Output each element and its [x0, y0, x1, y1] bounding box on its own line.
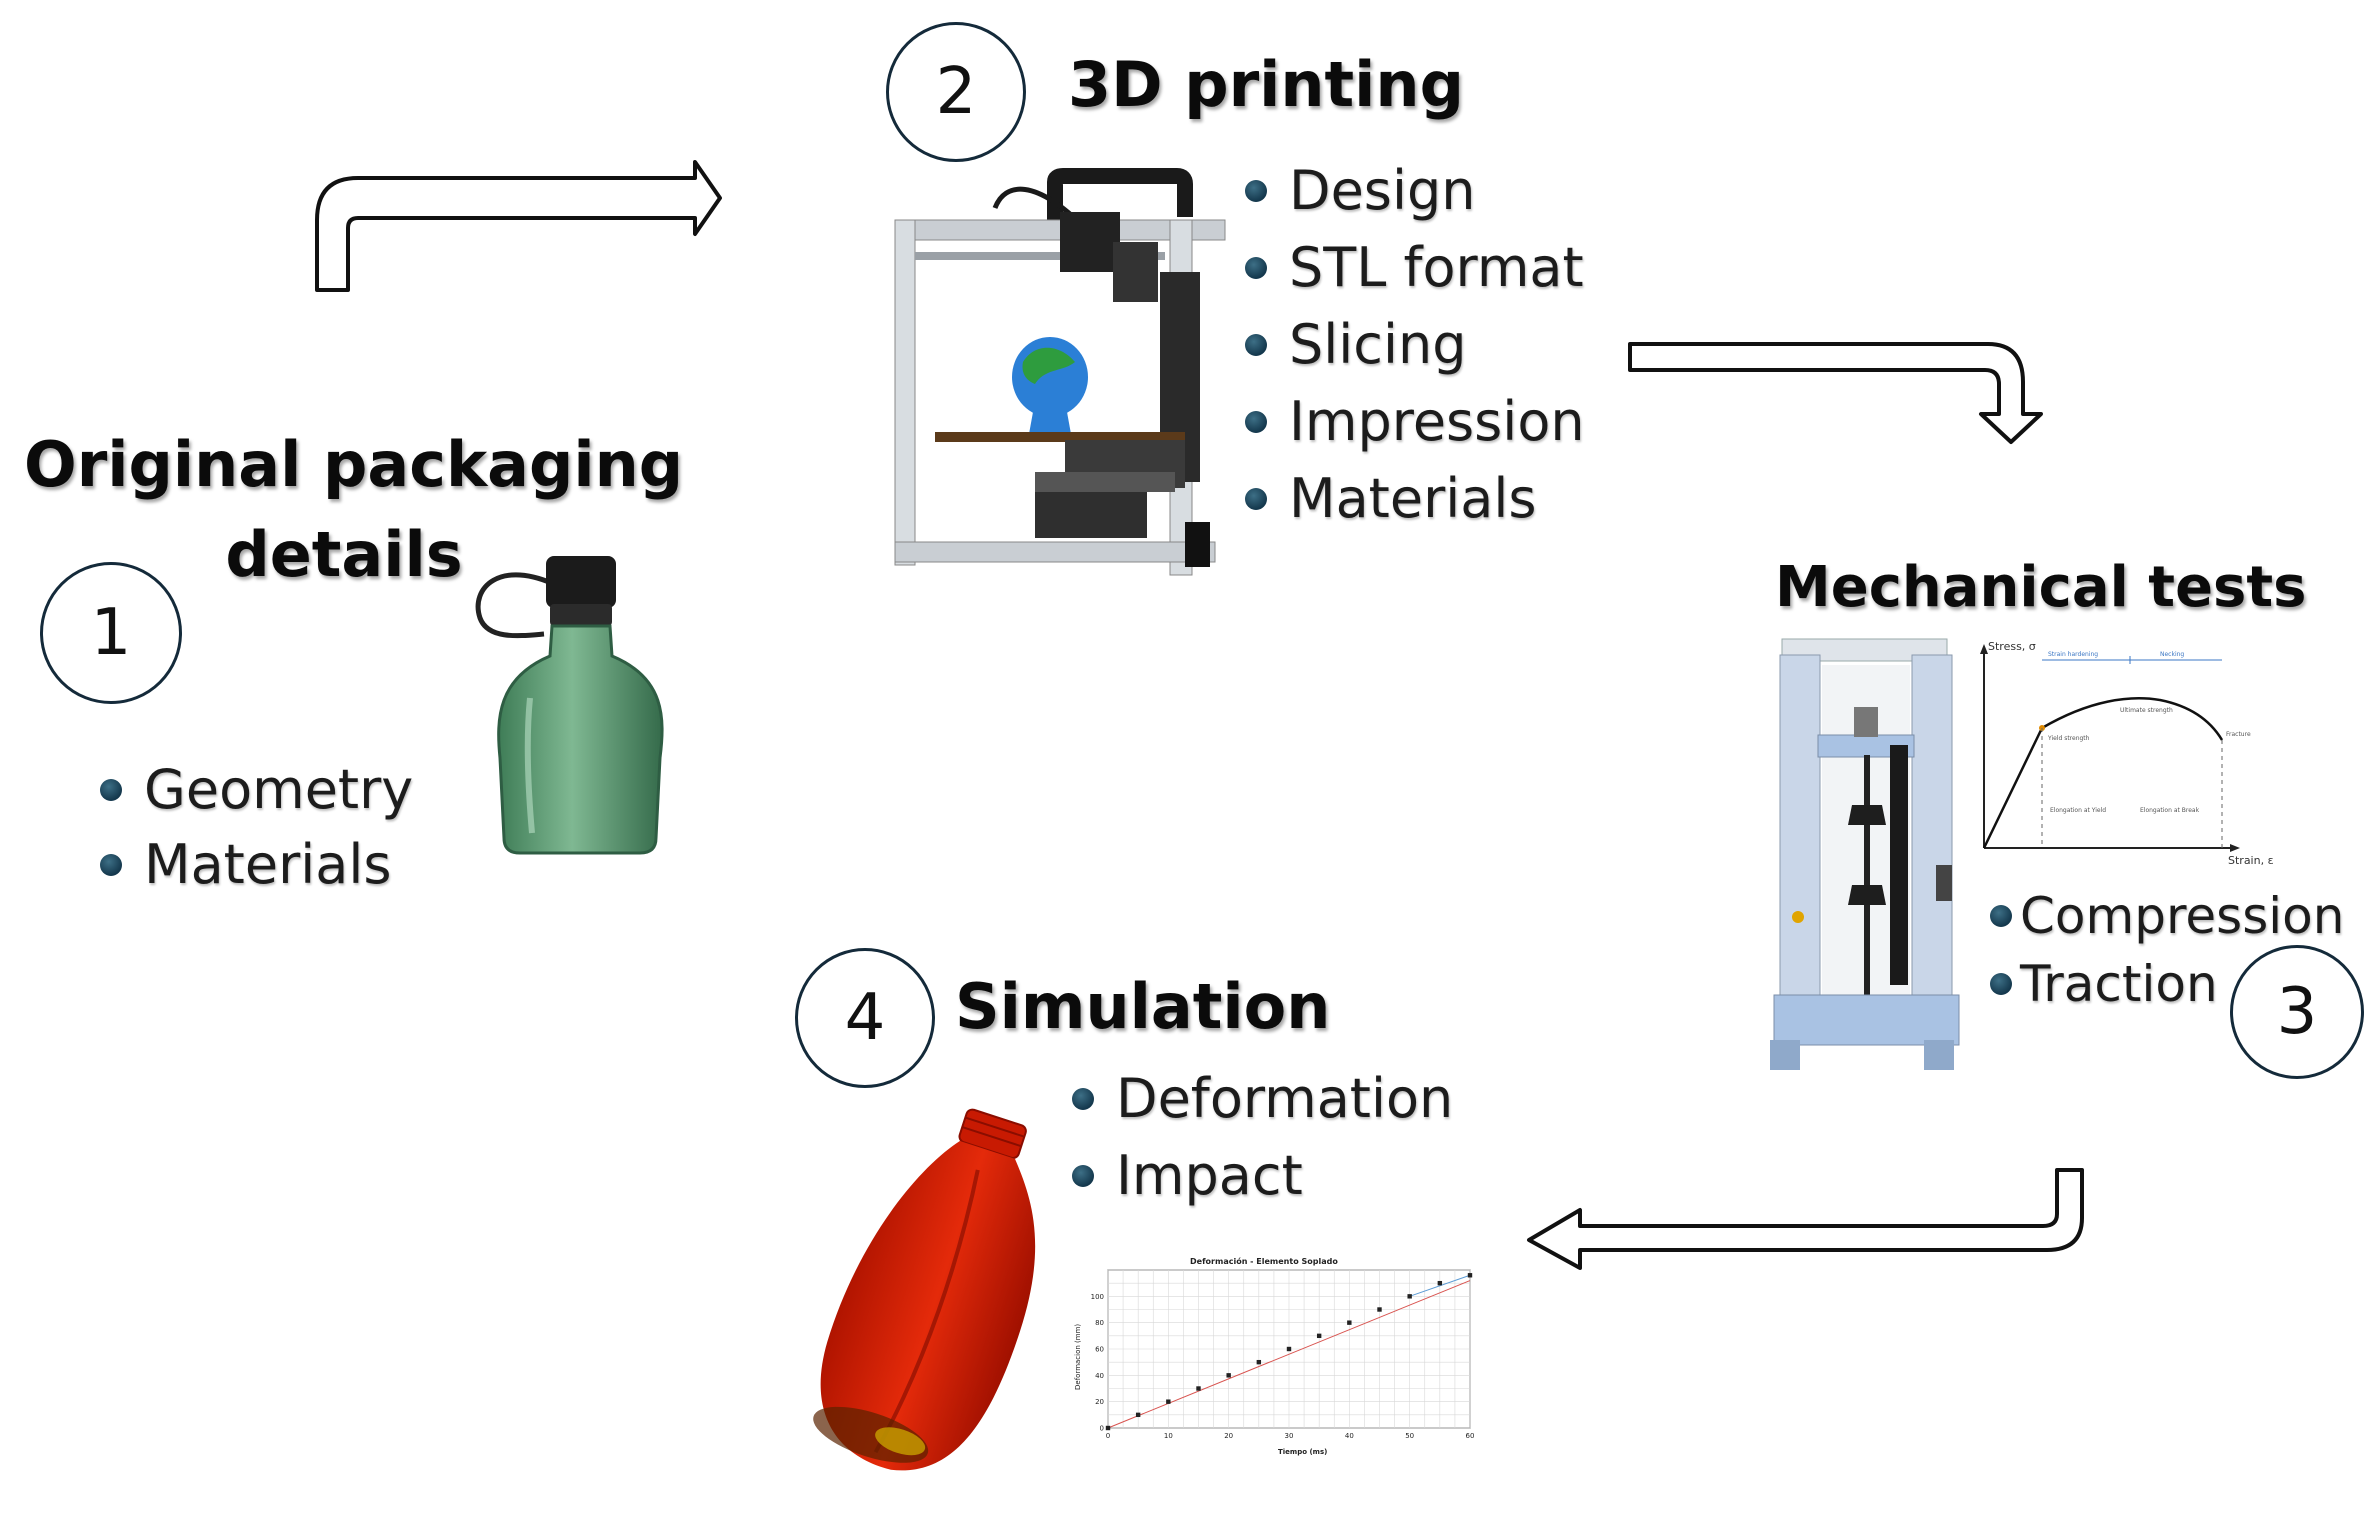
- list-item: Geometry: [100, 752, 413, 827]
- chart-x-label: Tiempo (ms): [1278, 1448, 1327, 1456]
- x-tick-label: 30: [1285, 1432, 1294, 1440]
- strain-axis-label: Strain, ε: [2228, 854, 2274, 867]
- list-item: Impression: [1245, 383, 1585, 460]
- bullet-icon: [1990, 905, 2012, 927]
- elongation-break-label: Elongation at Break: [2140, 807, 2200, 814]
- data-point: [1226, 1373, 1231, 1378]
- list-item: STL format: [1245, 229, 1585, 306]
- arrow-1-to-2: [315, 160, 722, 292]
- data-point: [1347, 1320, 1352, 1325]
- elongation-yield-label: Elongation at Yield: [2050, 807, 2106, 814]
- y-tick-label: 20: [1095, 1398, 1104, 1406]
- bullet-icon: [1072, 1087, 1094, 1110]
- list-item: Slicing: [1245, 306, 1585, 383]
- y-tick-label: 60: [1095, 1346, 1104, 1354]
- y-tick-label: 0: [1100, 1425, 1104, 1433]
- list-item: Materials: [100, 827, 413, 902]
- simulated-bottle-image: [813, 1108, 1036, 1471]
- ultimate-strength-label: Ultimate strength: [2120, 707, 2173, 714]
- list-item: Materials: [1245, 460, 1585, 537]
- step-1-number-circle: 1: [40, 562, 182, 704]
- yield-strength-label: Yield strength: [2047, 735, 2090, 742]
- 3d-printer-image: [894, 168, 1226, 576]
- data-point: [1256, 1359, 1262, 1365]
- x-tick-label: 50: [1405, 1432, 1414, 1440]
- list-item: Compression: [1990, 882, 2344, 950]
- data-point: [1407, 1294, 1412, 1299]
- data-point: [1377, 1307, 1382, 1312]
- data-point: [1135, 1412, 1141, 1418]
- y-tick-label: 100: [1091, 1293, 1104, 1301]
- bullet-icon: [1245, 333, 1267, 356]
- bullet-icon: [100, 853, 122, 876]
- list-item: Impact: [1072, 1137, 1453, 1214]
- step-3-number-circle: 3: [2230, 945, 2364, 1079]
- data-point: [1316, 1333, 1322, 1339]
- bullet-icon: [1072, 1164, 1094, 1187]
- step-4-number: 4: [844, 981, 886, 1055]
- data-point: [1105, 1425, 1111, 1431]
- bullet-icon: [1245, 179, 1267, 202]
- universal-testing-machine-image: [1770, 638, 1960, 1070]
- fit-line: [1409, 1274, 1471, 1297]
- arrow-2-to-3: [1628, 342, 2043, 444]
- data-point: [1166, 1399, 1171, 1404]
- step-1-list: Geometry Materials: [100, 752, 413, 902]
- canteen-bottle-image: [475, 556, 664, 855]
- data-point: [1286, 1346, 1292, 1352]
- step-2-number: 2: [935, 55, 977, 129]
- arrow-3-to-4: [1527, 1168, 2084, 1270]
- x-tick-label: 20: [1224, 1432, 1233, 1440]
- bullet-icon: [1990, 973, 2012, 995]
- strain-hardening-label: Strain hardening: [2048, 651, 2098, 658]
- chart-title: Deformación - Elemento Soplado: [1190, 1256, 1338, 1266]
- step-4-list: Deformation Impact: [1072, 1060, 1453, 1214]
- stress-axis-label: Stress, σ: [1988, 640, 2036, 653]
- deformation-chart: Deformación - Elemento Soplado 0 10 20 30 40…: [1074, 1256, 1475, 1456]
- fracture-label: Fracture: [2226, 731, 2251, 738]
- list-item: Deformation: [1072, 1060, 1453, 1137]
- step-2-title: 3D printing: [1068, 48, 1464, 121]
- step-3-list: Compression Traction: [1990, 882, 2344, 1018]
- data-point: [1196, 1386, 1201, 1391]
- x-tick-label: 40: [1345, 1432, 1354, 1440]
- step-2-list: Design STL format Slicing Impression Mat…: [1245, 152, 1585, 537]
- x-tick-label: 0: [1106, 1432, 1110, 1440]
- data-point: [1467, 1273, 1473, 1278]
- step-4-number-circle: 4: [795, 948, 935, 1088]
- list-item: Traction: [1990, 950, 2344, 1018]
- y-tick-label: 40: [1095, 1372, 1104, 1380]
- x-tick-label: 10: [1164, 1432, 1173, 1440]
- step-1-title-line1: Original packaging: [24, 428, 684, 501]
- necking-label: Necking: [2160, 651, 2184, 658]
- stress-strain-curve: Stress, σ Strain, ε Strain hardening Nec…: [1980, 640, 2274, 867]
- step-1-title-line2: details: [225, 518, 463, 591]
- list-item: Design: [1245, 152, 1585, 229]
- bullet-icon: [1245, 256, 1267, 279]
- step-3-title: Mechanical tests: [1775, 555, 2307, 620]
- x-tick-label: 60: [1466, 1432, 1475, 1440]
- step-1-number: 1: [90, 596, 132, 670]
- step-4-title: Simulation: [955, 970, 1331, 1043]
- y-tick-label: 80: [1095, 1319, 1104, 1327]
- bullet-icon: [1245, 410, 1267, 433]
- step-1-title: Original packaging details: [24, 420, 684, 600]
- bullet-icon: [100, 778, 122, 801]
- data-point: [1437, 1280, 1443, 1286]
- chart-y-label: Deformacion (mm): [1074, 1324, 1082, 1390]
- step-3-number: 3: [2276, 975, 2318, 1049]
- bullet-icon: [1245, 487, 1267, 510]
- step-2-number-circle: 2: [886, 22, 1026, 162]
